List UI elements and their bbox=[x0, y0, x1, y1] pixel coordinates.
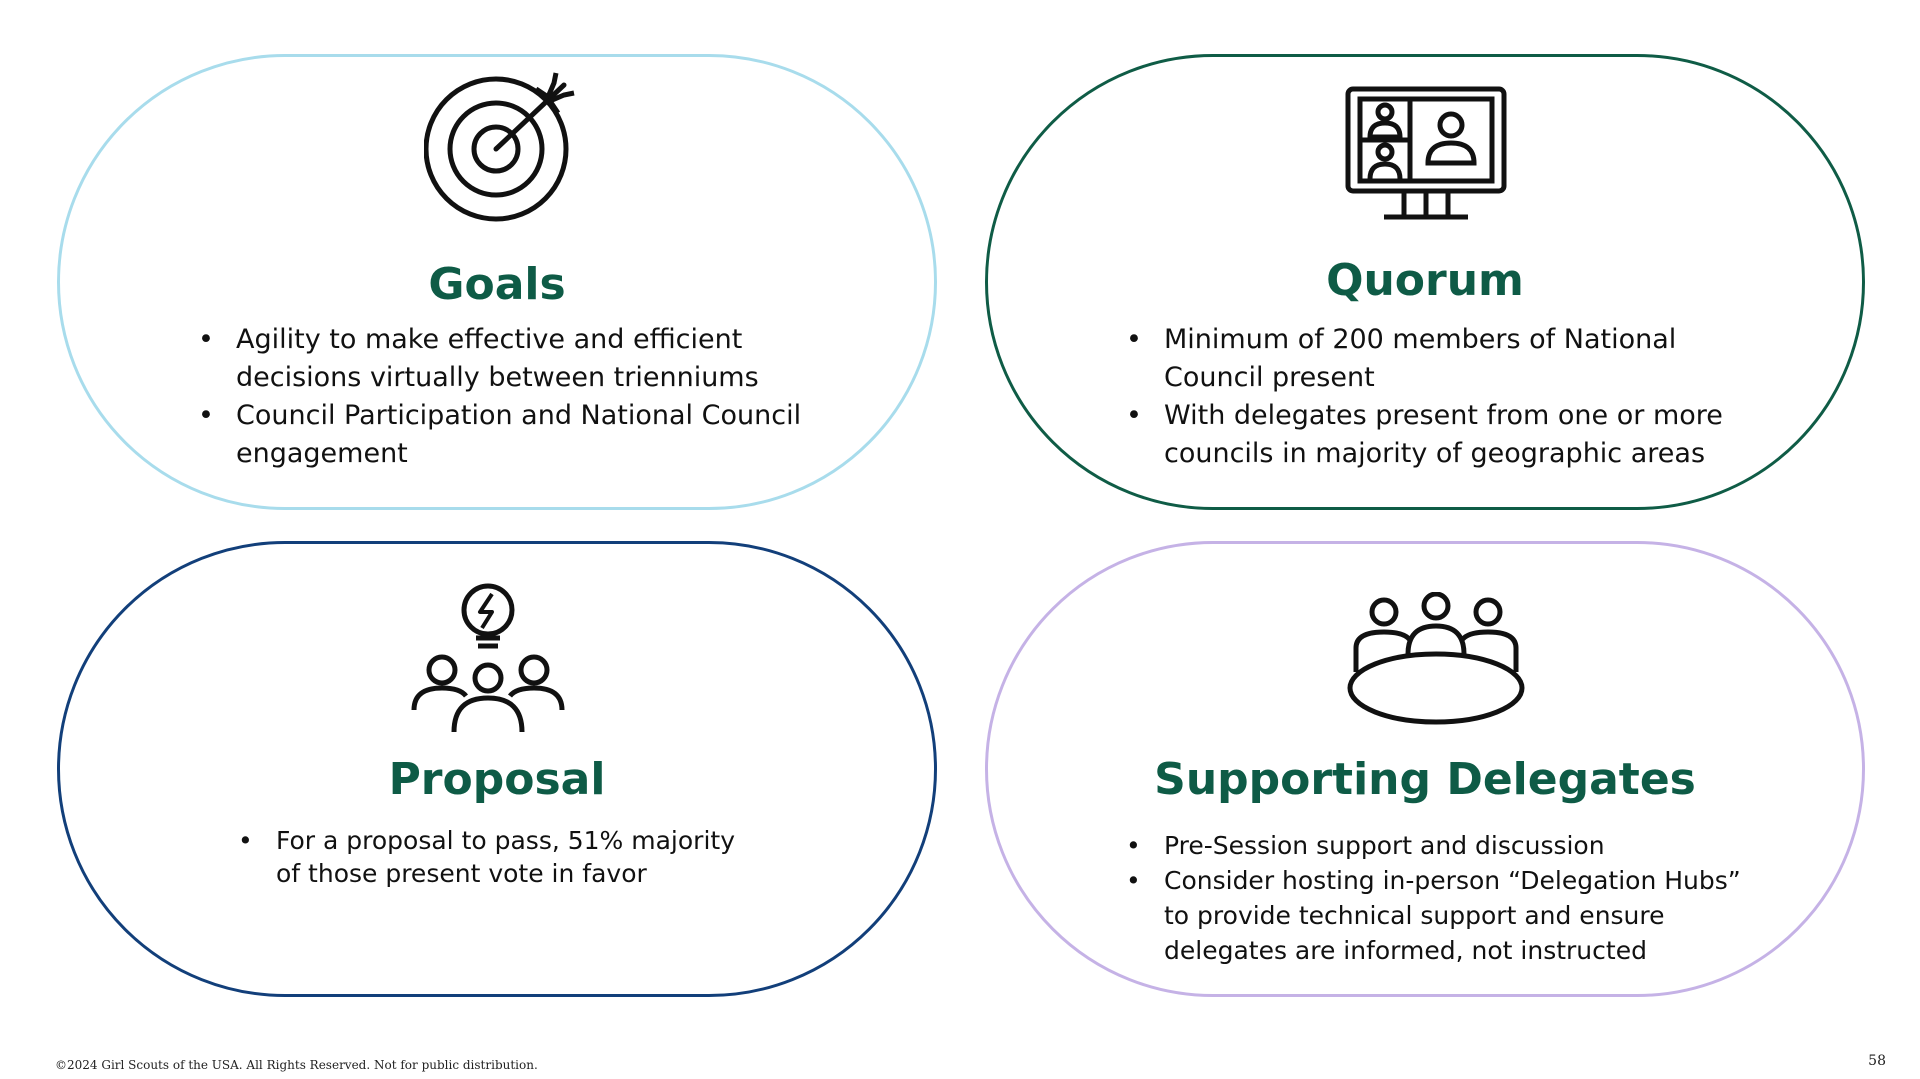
list-item: With delegates present from one or more … bbox=[1126, 397, 1746, 473]
quorum-title: Quorum bbox=[1326, 255, 1524, 306]
list-item: Council Participation and National Counc… bbox=[198, 397, 838, 473]
list-item: Agility to make effective and efficient … bbox=[198, 321, 838, 397]
target-icon bbox=[424, 67, 584, 227]
proposal-bullet-list: For a proposal to pass, 51% majority of … bbox=[238, 824, 758, 890]
group-idea-lightbulb-icon bbox=[408, 582, 568, 734]
quorum-bullet-list: Minimum of 200 members of National Counc… bbox=[1126, 321, 1746, 473]
goals-bullet-list: Agility to make effective and efficient … bbox=[198, 321, 838, 473]
supporting-delegates-bullet-list: Pre-Session support and discussion Consi… bbox=[1126, 828, 1766, 968]
proposal-title: Proposal bbox=[388, 754, 606, 805]
quorum-card: Quorum Minimum of 200 members of Nationa… bbox=[985, 54, 1865, 510]
page-number: 58 bbox=[1868, 1053, 1886, 1069]
list-item: Pre-Session support and discussion bbox=[1126, 828, 1766, 863]
list-item: Minimum of 200 members of National Counc… bbox=[1126, 321, 1746, 397]
goals-card: Goals Agility to make effective and effi… bbox=[57, 54, 937, 510]
list-item: Consider hosting in-person “Delegation H… bbox=[1126, 863, 1766, 968]
list-item: For a proposal to pass, 51% majority of … bbox=[238, 824, 758, 890]
goals-title: Goals bbox=[428, 259, 566, 310]
video-conference-monitor-icon bbox=[1344, 85, 1508, 231]
copyright-footer: ©2024 Girl Scouts of the USA. All Rights… bbox=[55, 1058, 538, 1072]
supporting-delegates-card: Supporting Delegates Pre-Session support… bbox=[985, 541, 1865, 997]
supporting-delegates-title: Supporting Delegates bbox=[1154, 754, 1696, 805]
meeting-table-icon bbox=[1344, 592, 1528, 728]
proposal-card: Proposal For a proposal to pass, 51% maj… bbox=[57, 541, 937, 997]
